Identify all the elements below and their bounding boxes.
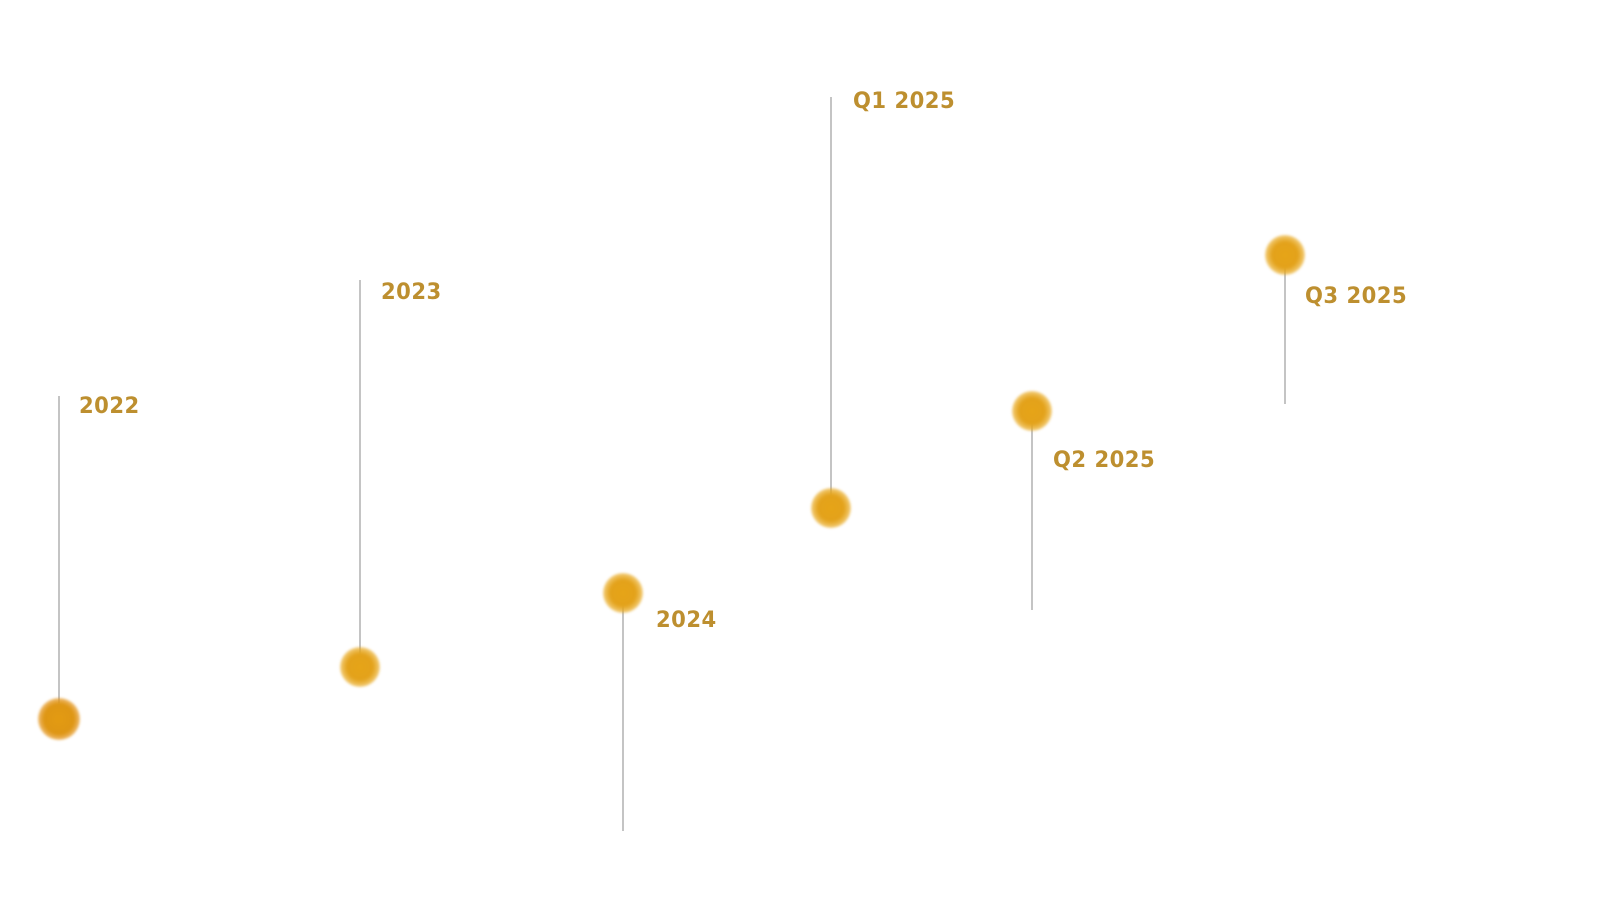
milestone-label: 2022 [79, 394, 140, 419]
milestone-label: Q3 2025 [1305, 284, 1408, 309]
milestone-dot[interactable] [38, 698, 80, 740]
milestone-stem [359, 280, 361, 663]
milestone-dot[interactable] [1012, 391, 1052, 431]
milestone-stem [1031, 416, 1033, 610]
milestone-stem [622, 598, 624, 831]
milestone-stem [58, 396, 60, 714]
milestone-label: 2024 [656, 608, 717, 633]
milestone-dot[interactable] [603, 573, 643, 613]
milestone-stem [830, 97, 832, 504]
milestone-label: 2023 [381, 280, 442, 305]
milestone-label: Q1 2025 [853, 89, 956, 114]
milestone-dot[interactable] [340, 647, 380, 687]
milestone-dot[interactable] [811, 488, 851, 528]
milestone-label: Q2 2025 [1053, 448, 1156, 473]
milestone-dot[interactable] [1265, 235, 1305, 275]
milestone-stem [1284, 260, 1286, 404]
